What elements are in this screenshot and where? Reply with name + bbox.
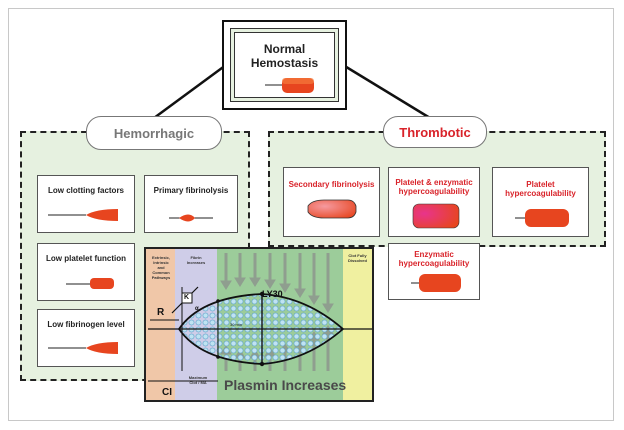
enzymatic-hypercoagulability-box: Enzymatic hypercoagulability xyxy=(388,243,480,300)
low-fibrinogen-clot-icon xyxy=(48,342,118,354)
low-platelet-function-label: Low platelet function xyxy=(46,254,126,263)
platelet-hyper-line2: hypercoagulability xyxy=(505,189,576,199)
thrombotic-pill: Thrombotic xyxy=(383,116,487,148)
teg-tracing: Extrinsic, Intrinsic and Common Pathways… xyxy=(144,247,374,402)
enzymatic-clot-icon xyxy=(411,274,461,292)
hemorrhagic-pill: Hemorrhagic xyxy=(86,116,222,150)
zone-fibrin-increases-label: Fibrin Increases xyxy=(186,255,206,265)
platelet-hypercoagulability-box: Platelet hypercoagulability xyxy=(492,167,589,237)
primary-fibrinolysis-box: Primary fibrinolysis xyxy=(144,175,238,233)
k-label: K xyxy=(184,294,190,301)
low-clotting-factors-label: Low clotting factors xyxy=(48,186,124,195)
platelet-enzymatic-box: Platelet & enzymatic hypercoagulability xyxy=(388,167,480,237)
low-fibrinogen-label: Low fibrinogen level xyxy=(47,320,125,329)
platelet-hyper-clot-icon xyxy=(515,209,569,227)
zone-coagulation-pathways-label: Extrinsic, Intrinsic and Common Pathways xyxy=(151,255,171,280)
secondary-fibrinolysis-clot-icon xyxy=(307,199,357,219)
normal-title-line2: Hemostasis xyxy=(250,55,319,70)
r-label: R xyxy=(157,307,165,318)
plasmin-increases-label: Plasmin Increases xyxy=(224,377,347,393)
primary-fibrinolysis-clot-icon xyxy=(169,214,213,222)
hemorrhagic-label: Hemorrhagic xyxy=(113,125,195,141)
ci-label: CI xyxy=(162,387,172,398)
secondary-fibrinolysis-label: Secondary fibrinolysis xyxy=(288,180,375,189)
figure-frame xyxy=(8,8,614,421)
low-clotting-factors-box: Low clotting factors xyxy=(37,175,135,233)
angle-label: α xyxy=(195,306,199,312)
low-platelet-function-box: Low platelet function xyxy=(37,243,135,301)
ly30-label: LY30 xyxy=(262,289,283,299)
zone-clot-dissolved-label: Clot Fully Dissolved xyxy=(348,253,367,263)
platelet-enzymatic-clot-icon xyxy=(412,203,460,229)
normal-hemostasis-box: Normal Hemostasis xyxy=(222,20,347,110)
thirty-min-label: 30 min xyxy=(230,322,243,327)
low-clotting-factors-clot-icon xyxy=(48,209,118,221)
thrombotic-label: Thrombotic xyxy=(399,124,471,140)
normal-clot-icon xyxy=(265,78,314,93)
normal-title-line1: Normal xyxy=(263,42,306,56)
low-fibrinogen-box: Low fibrinogen level xyxy=(37,309,135,367)
enzymatic-line2: hypercoagulability xyxy=(398,259,470,269)
platelet-hyper-line1: Platelet xyxy=(526,180,555,189)
platelet-enzymatic-line1: Platelet & enzymatic xyxy=(395,178,473,187)
enzymatic-line1: Enzymatic xyxy=(414,250,454,259)
maximum-clot-label: Maximum Clot / MA xyxy=(188,375,208,385)
low-platelet-function-clot-icon xyxy=(66,278,114,289)
primary-fibrinolysis-label: Primary fibrinolysis xyxy=(153,186,229,195)
platelet-enzymatic-line2: hypercoagulability xyxy=(398,187,470,197)
secondary-fibrinolysis-box: Secondary fibrinolysis xyxy=(283,167,380,237)
